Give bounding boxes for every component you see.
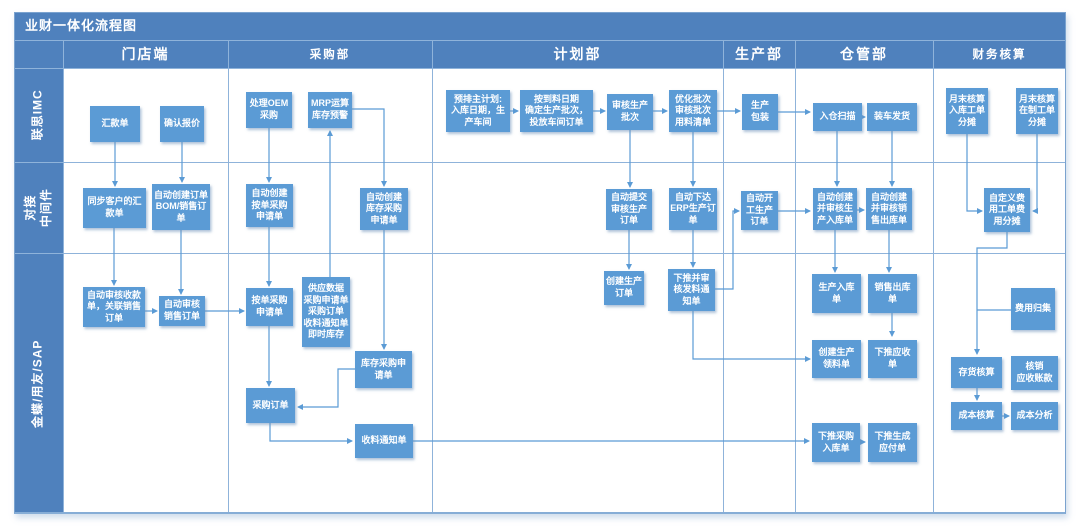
node-writeoff-ar: 核销 应收账款 — [1011, 356, 1058, 390]
connector — [966, 134, 983, 214]
row-label-erp: 金蝶/用友/SAP — [14, 253, 63, 514]
node-handle-oem: 处理OEM 采购 — [246, 92, 292, 128]
node-create-prod-order: 创建生产 订单 — [604, 271, 644, 305]
row-label-lianси-imc: 联思IMC — [14, 68, 63, 162]
node-auto-stock-req: 自动创建 库存采购 申请单 — [360, 188, 408, 230]
node-auto-sales-order: 自动审核 销售订单 — [159, 296, 205, 326]
grid-line-h — [14, 40, 1066, 41]
node-auto-receipt: 自动审核收款 单，关联销售 订单 — [83, 287, 145, 327]
node-auto-submit-prod: 自动提交 审核生产 订单 — [606, 189, 652, 230]
grid-line-h — [14, 253, 1066, 254]
node-warehouse-scan: 入仓扫描 — [813, 103, 862, 131]
column-header-purchasing: 采购部 — [309, 49, 351, 61]
node-expense-collect: 费用归集 — [1011, 288, 1055, 330]
connector — [715, 208, 740, 290]
node-custom-expense: 自定义费 用工单费 用分摊 — [984, 188, 1030, 232]
node-sync-remit: 同步客户的汇 款单 — [83, 188, 146, 228]
node-push-payable: 下推生成 应付单 — [868, 423, 917, 462]
connector — [1032, 134, 1038, 214]
node-confirm-quote: 确认报价 — [160, 106, 204, 142]
grid-line-v — [723, 40, 724, 514]
node-remittance: 汇款单 — [90, 106, 140, 142]
node-push-material-notice: 下推并审 核发料通 知单 — [668, 269, 715, 311]
column-header-planning: 计划部 — [553, 46, 602, 62]
column-header-store: 门店端 — [121, 46, 170, 62]
node-stock-purchase-req: 库存采购申 请单 — [355, 351, 412, 388]
row-label-text: 对接 中间件 — [22, 187, 53, 228]
grid-line-h — [14, 68, 1066, 69]
row-label-column — [14, 40, 63, 514]
node-auto-prod-in: 自动创建 并审核生 产入库单 — [813, 188, 857, 230]
node-supply-data: 供应数据 采购申请单 采购订单 收料通知单 即时库存 — [302, 277, 350, 347]
node-review-batch: 审核生产 批次 — [607, 94, 653, 130]
node-cost-acct: 成本核算 — [951, 402, 1002, 430]
node-cost-analysis: 成本分析 — [1011, 402, 1058, 430]
grid-line-v — [228, 40, 229, 514]
node-auto-bom: 自动创建订单 BOM/销售订 单 — [152, 184, 210, 230]
connector — [692, 311, 811, 362]
column-header-band — [63, 40, 1066, 68]
node-receipt-notice: 收料通知单 — [355, 424, 413, 458]
column-header-finance: 财务核算 — [972, 49, 1027, 61]
connector — [297, 368, 355, 410]
column-header-production: 生产部 — [735, 46, 783, 62]
node-mrp-alert: MRP运算 库存预警 — [308, 92, 352, 128]
connector — [352, 108, 387, 187]
node-push-receivable: 下推应收 单 — [868, 340, 917, 378]
grid-line-v — [933, 40, 934, 514]
node-truck-ship: 装车发货 — [867, 103, 917, 131]
connector — [974, 232, 1008, 355]
row-label-text: 联思IMC — [30, 89, 45, 141]
page-title: 业财一体化流程图 — [14, 12, 1066, 40]
node-create-picking: 创建生产 领料单 — [812, 340, 861, 378]
column-header-warehouse: 仓管部 — [840, 46, 888, 62]
grid-line-v — [795, 40, 796, 514]
node-inventory-acct: 存货核算 — [951, 357, 1002, 388]
node-auto-start-prod: 自动开 工生产 订单 — [741, 191, 778, 230]
node-month-end-wip: 月末核算 在制工单 分摊 — [1016, 88, 1058, 134]
grid-line-h — [14, 162, 1066, 163]
node-sales-out-order: 销售出库 单 — [868, 274, 917, 313]
node-prod-in-order: 生产入库 单 — [812, 274, 861, 313]
node-master-plan: 预排主计划: 入库日期，生 产车间 — [446, 90, 510, 132]
node-material-date: 按到料日期 确定生产批次， 投放车间订单 — [520, 90, 593, 132]
node-auto-sales-out: 自动创建 并审核销 售出库单 — [866, 188, 912, 230]
node-purchase-order: 采购订单 — [246, 388, 295, 423]
node-month-end-in: 月末核算 入库工单 分摊 — [946, 88, 988, 134]
grid-line-v — [63, 40, 64, 514]
node-auto-erp-order: 自动下达 ERP生产订 单 — [669, 188, 717, 230]
row-label-middleware: 对接 中间件 — [14, 162, 63, 253]
row-label-text: 金蝶/用友/SAP — [30, 339, 45, 428]
node-optimize-batch: 优化批次 审核批次 用料清单 — [669, 90, 717, 132]
node-order-purchase-req: 按单采购 申请单 — [246, 288, 293, 326]
connector — [269, 423, 353, 444]
node-auto-order-req: 自动创建 按单采购 申请单 — [246, 184, 293, 227]
node-push-purchase-in: 下推采购 入库单 — [812, 423, 860, 462]
node-production-packing: 生产 包装 — [742, 94, 778, 130]
grid-line-v — [432, 40, 433, 514]
